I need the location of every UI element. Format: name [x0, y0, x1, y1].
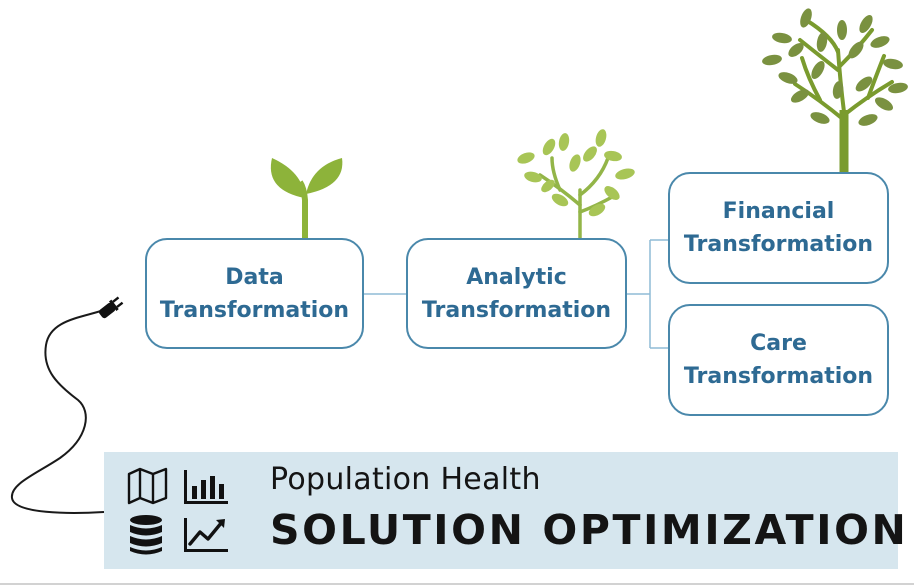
data-transformation-line1: Data [225, 264, 284, 290]
analytic-transformation-box: Analytic Transformation [406, 238, 627, 349]
analytic-transformation-line2: Transformation [421, 297, 612, 323]
bar-chart-icon [184, 470, 228, 504]
database-icon [130, 515, 162, 555]
connector-lines [364, 239, 668, 349]
trend-line-icon [184, 518, 228, 552]
data-transformation-box: Data Transformation [145, 238, 364, 349]
financial-transformation-box: Financial Transformation [668, 172, 889, 284]
bottom-divider [0, 583, 914, 585]
financial-transformation-line1: Financial [722, 199, 835, 224]
care-transformation-line2: Transformation [683, 364, 874, 389]
banner-icon-group [127, 467, 228, 555]
banner-subtitle: Population Health [270, 462, 541, 497]
care-transformation-box: Care Transformation [668, 304, 889, 416]
seedling-icon [270, 158, 343, 238]
tree-icon [762, 8, 908, 172]
financial-transformation-line2: Transformation [683, 232, 874, 257]
banner-title: SOLUTION OPTIMIZATION [270, 506, 909, 554]
power-plug-icon [98, 296, 124, 319]
sapling-icon [517, 129, 635, 240]
analytic-transformation-line1: Analytic [466, 264, 567, 290]
power-cord [10, 309, 105, 514]
care-transformation-line1: Care [750, 331, 807, 356]
data-transformation-line2: Transformation [159, 297, 350, 323]
population-health-banner: Population Health SOLUTION OPTIMIZATION [104, 452, 906, 569]
map-icon [127, 467, 168, 505]
